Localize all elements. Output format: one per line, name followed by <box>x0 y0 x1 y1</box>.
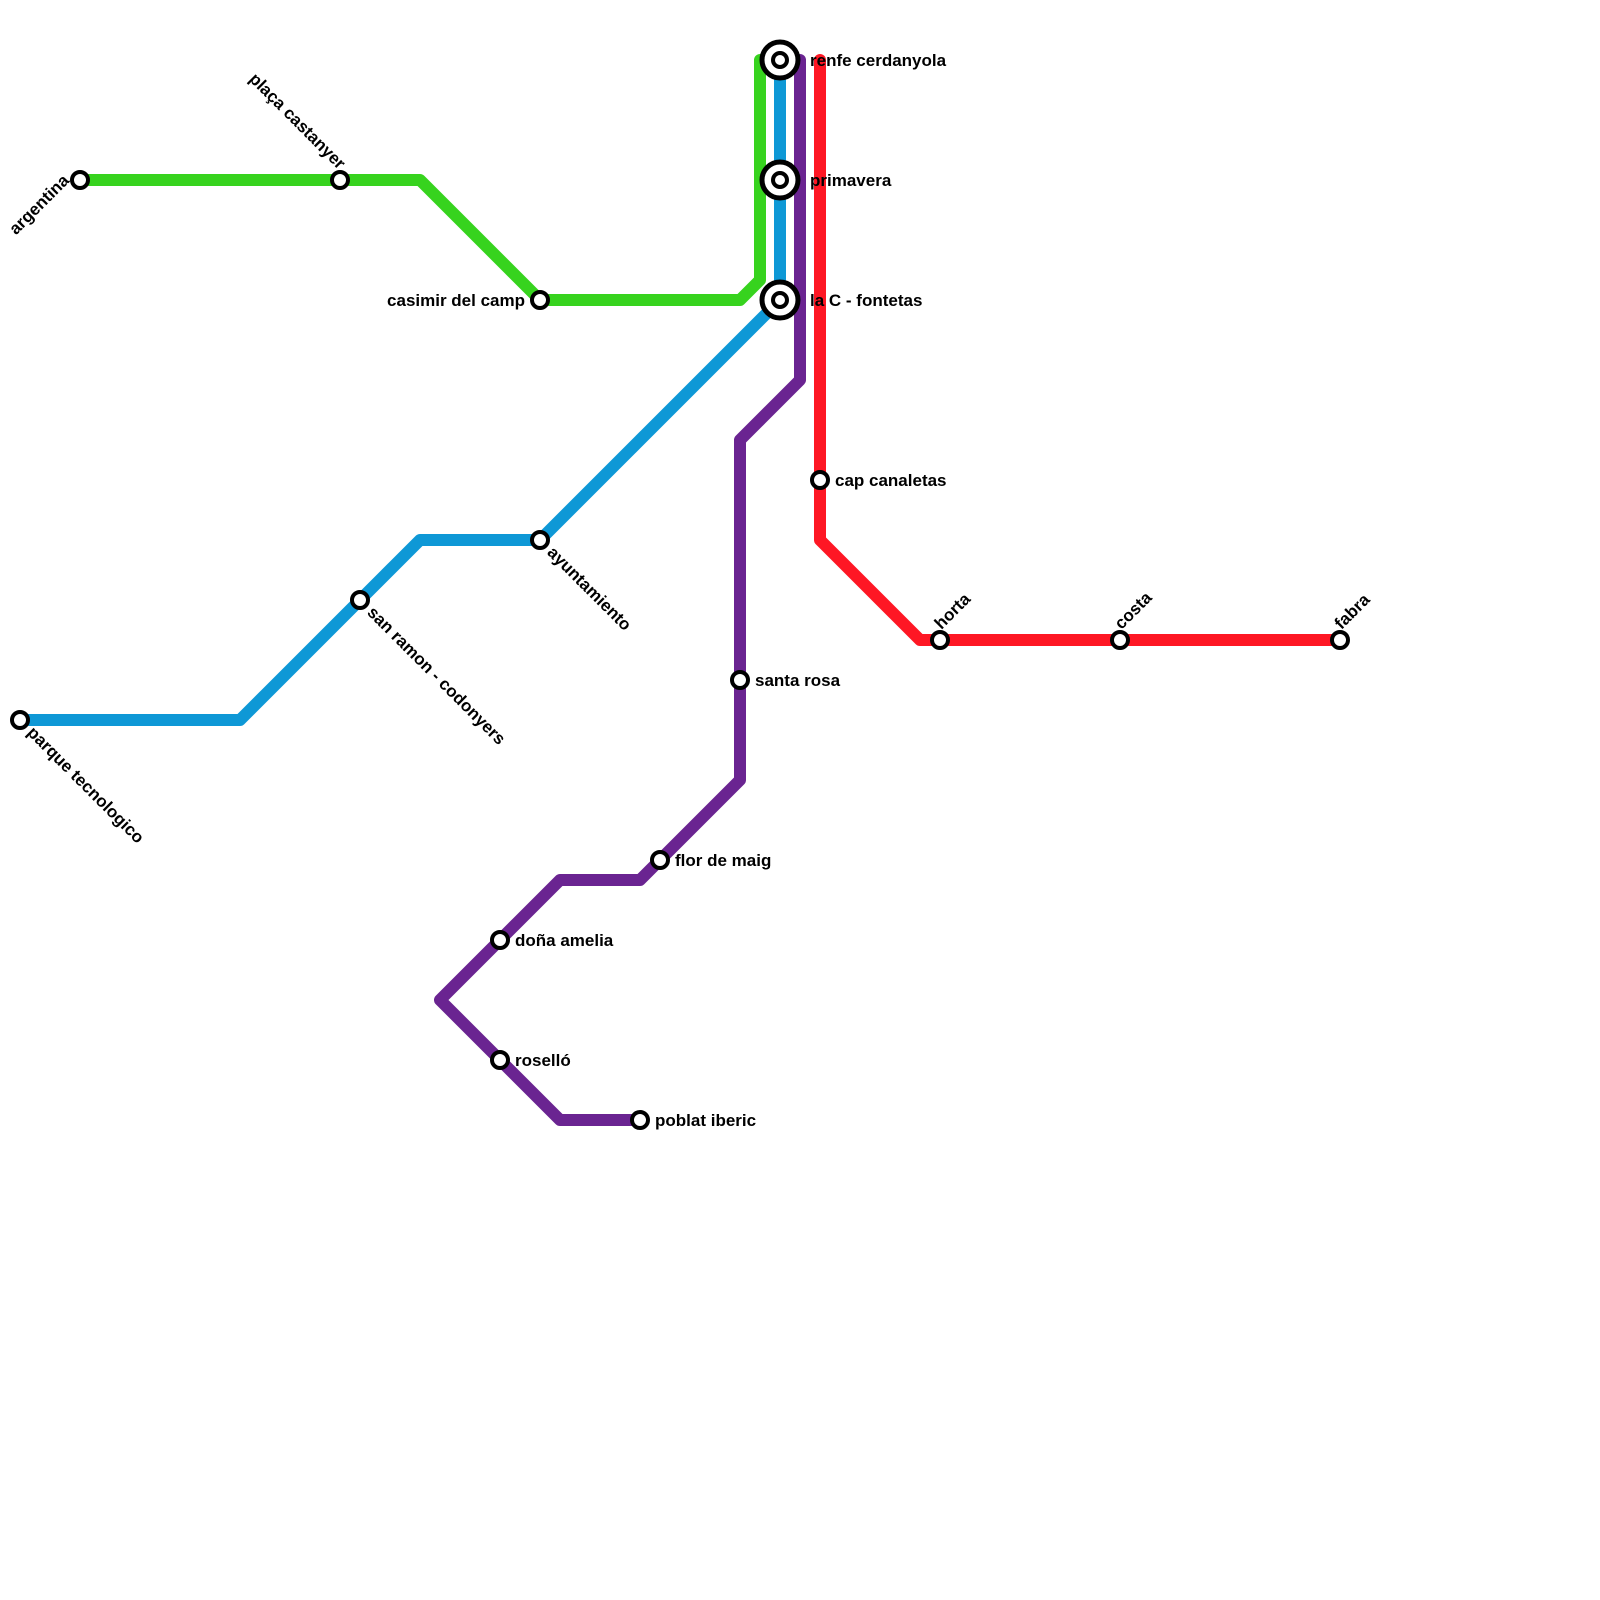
interchange-core <box>771 291 789 309</box>
route-red <box>814 54 1346 646</box>
station-san-ramon-codonyers[interactable]: san ramon - codonyers <box>350 590 510 749</box>
station-label: plaça castanyer <box>246 69 350 173</box>
station-marker <box>630 1110 650 1130</box>
station-marker <box>10 710 30 730</box>
station-label: horta <box>931 589 975 633</box>
station-label: roselló <box>515 1051 571 1070</box>
route-blue <box>14 54 786 726</box>
station-label: fabra <box>1331 590 1374 633</box>
station-argentina[interactable]: argentina <box>5 170 90 238</box>
station-label: casimir del camp <box>387 291 525 310</box>
interchange-core <box>771 171 789 189</box>
station-label: primavera <box>810 171 892 190</box>
station-label: doña amelia <box>515 931 614 950</box>
station-label: renfe cerdanyola <box>810 51 947 70</box>
station-label: argentina <box>5 170 73 238</box>
interchange-core <box>771 51 789 69</box>
station-parque-tecnologico[interactable]: parque tecnologico <box>10 710 148 847</box>
station-label: costa <box>1111 588 1156 633</box>
station-label: flor de maig <box>675 851 771 870</box>
station-marker <box>530 530 550 550</box>
station-flor-de-maig[interactable]: flor de maig <box>650 850 771 870</box>
station-marker <box>330 170 350 190</box>
station-marker <box>530 290 550 310</box>
station-label: cap canaletas <box>835 471 947 490</box>
station-marker <box>490 930 510 950</box>
station-marker <box>810 470 830 490</box>
station-casimir-del-camp[interactable]: casimir del camp <box>387 290 550 310</box>
station-marker <box>70 170 90 190</box>
station-label: ayuntamiento <box>544 543 636 635</box>
station-label: san ramon - codonyers <box>364 603 510 749</box>
station-label: santa rosa <box>755 671 841 690</box>
station-ayuntamiento[interactable]: ayuntamiento <box>530 530 636 635</box>
station-marker <box>1110 630 1130 650</box>
route-purple <box>434 54 806 1126</box>
station-marker <box>490 1050 510 1070</box>
station-label: poblat iberic <box>655 1111 756 1130</box>
route-green <box>74 54 766 306</box>
station-placa-castanyer[interactable]: plaça castanyer <box>246 69 350 190</box>
station-rosello[interactable]: roselló <box>490 1050 571 1070</box>
station-label: la C - fontetas <box>810 291 922 310</box>
station-marker <box>930 630 950 650</box>
station-la-c-fontetas[interactable]: la C - fontetas <box>759 279 922 321</box>
station-cap-canaletas[interactable]: cap canaletas <box>810 470 947 490</box>
station-marker <box>1330 630 1350 650</box>
station-primavera[interactable]: primavera <box>759 159 892 201</box>
station-marker <box>650 850 670 870</box>
station-poblat-iberic[interactable]: poblat iberic <box>630 1110 756 1130</box>
station-dona-amelia[interactable]: doña amelia <box>490 930 614 950</box>
station-label: parque tecnologico <box>24 723 148 847</box>
station-marker <box>350 590 370 610</box>
station-renfe-cerdanyola[interactable]: renfe cerdanyola <box>759 39 947 81</box>
station-fabra[interactable]: fabra <box>1330 590 1374 650</box>
station-marker <box>730 670 750 690</box>
station-santa-rosa[interactable]: santa rosa <box>730 670 841 690</box>
